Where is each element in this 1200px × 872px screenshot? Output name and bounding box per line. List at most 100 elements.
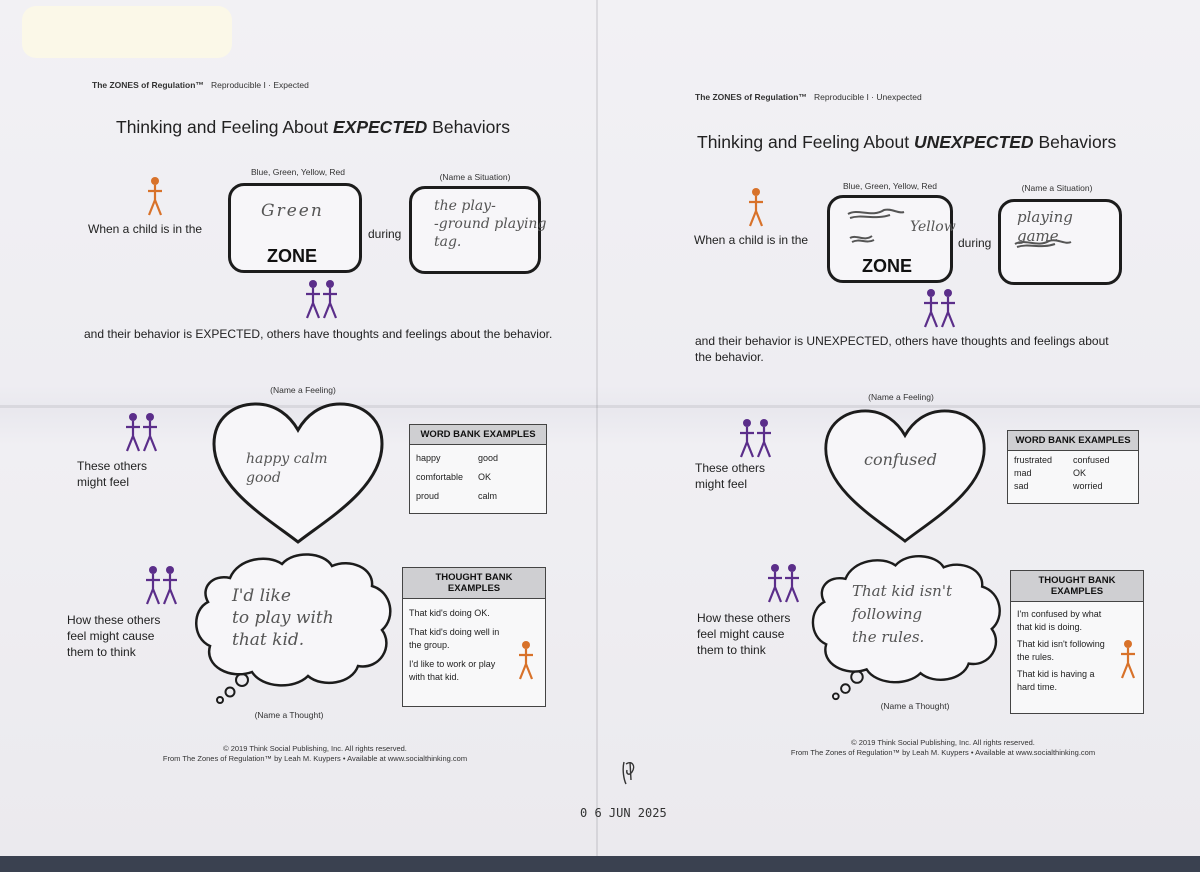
left-feeling-hint: (Name a Feeling) [270, 385, 336, 395]
left-title-suffix: Behaviors [427, 117, 510, 137]
others-figures-icon [125, 413, 158, 452]
right-during: during [958, 236, 992, 250]
left-title-prefix: Thinking and Feeling About [116, 117, 333, 137]
right-header: The ZONES of Regulation™ Reproducible I … [695, 92, 922, 102]
right-zone-word: ZONE [862, 256, 913, 276]
left-behavior-text: and their behavior is EXPECTED, others h… [84, 327, 553, 341]
thought-item: That kid is having a hard time. [1017, 669, 1095, 692]
right-feeling-answer: confused [864, 450, 938, 469]
others-figures-icon [145, 566, 178, 605]
right-zone-hint: Blue, Green, Yellow, Red [842, 181, 938, 191]
thought-item: That kid's doing OK. [409, 608, 490, 618]
word-item: sad [1014, 481, 1029, 491]
thought-item: I'm confused by what that kid is doing. [1017, 609, 1102, 632]
left-header: The ZONES of Regulation™ Reproducible I … [92, 80, 309, 90]
word-item: confused [1073, 455, 1110, 465]
scribbled-out-text [847, 208, 905, 243]
right-thought-bank: THOUGHT BANK EXAMPLES I'm confused by wh… [1010, 570, 1144, 714]
left-word-bank-title: WORD BANK EXAMPLES [410, 425, 546, 445]
child-figure-icon [147, 177, 163, 216]
left-title-key: EXPECTED [332, 117, 428, 137]
fold-line-vertical [596, 0, 598, 856]
left-footer-source: From The Zones of Regulation™ by Leah M.… [162, 754, 468, 763]
left-situation-hint: (Name a Situation) [439, 172, 511, 182]
word-item: good [478, 453, 499, 463]
left-feeling-answer: happy calm good [246, 451, 328, 486]
right-footer-source: From The Zones of Regulation™ by Leah M.… [790, 748, 1096, 757]
left-zone-box[interactable]: Green ZONE [228, 183, 362, 273]
word-item: happy [416, 453, 441, 463]
thought-cloud-shape [195, 553, 392, 704]
word-item: frustrated [1014, 455, 1053, 465]
left-think-text: How these others feel might cause them t… [67, 613, 161, 659]
others-figures-icon [739, 419, 772, 458]
left-situation-answer: the play- -ground playing tag. [434, 198, 547, 250]
right-others-feel: These others might feel [695, 461, 766, 491]
left-when-text: When a child is in the [88, 222, 203, 236]
left-subheader: Reproducible I · Expected [211, 80, 309, 90]
left-word-bank: WORD BANK EXAMPLES happy good comfortable… [409, 424, 547, 514]
left-thought-answer: I'd like to play with that kid. [232, 586, 334, 650]
right-thought-answer: That kid isn't following the rules. [852, 582, 952, 646]
fold-line-horizontal [0, 405, 1200, 408]
child-figure-icon [748, 188, 764, 227]
child-figure-icon [518, 641, 534, 680]
word-item: OK [1073, 468, 1087, 478]
thought-item: I'd like to work or play with that kid. [409, 659, 496, 682]
left-brand: The ZONES of Regulation™ [92, 80, 204, 90]
others-figures-icon [767, 564, 800, 603]
right-word-bank-title: WORD BANK EXAMPLES [1008, 431, 1138, 451]
right-brand: The ZONES of Regulation™ [695, 92, 807, 102]
child-figure-icon [1120, 640, 1136, 679]
right-behavior-text: and their behavior is UNEXPECTED, others… [695, 334, 1109, 364]
word-bank-row: frustrated confused [1014, 455, 1132, 465]
heart-shape [212, 402, 384, 544]
left-situation-box[interactable]: the play- -ground playing tag. [409, 186, 546, 274]
thought-item: That kid isn't following the rules. [1017, 639, 1105, 662]
redacted-name-area [22, 6, 232, 58]
left-during: during [368, 227, 402, 241]
thought-item: That kid's doing well in the group. [409, 627, 500, 650]
left-others-feel: These others might feel [77, 459, 148, 489]
right-title-suffix: Behaviors [1033, 132, 1117, 152]
right-title: Thinking and Feeling About UNEXPECTED Be… [697, 132, 1116, 153]
right-think-text: How these others feel might cause them t… [697, 611, 791, 657]
right-footer-copyright: © 2019 Think Social Publishing, Inc. All… [851, 738, 1035, 747]
word-item: comfortable [416, 472, 464, 482]
right-zone-answer: Yellow [910, 219, 956, 235]
right-feeling-hint: (Name a Feeling) [868, 392, 934, 402]
right-thought-hint: (Name a Thought) [880, 701, 950, 711]
word-item: mad [1014, 468, 1032, 478]
word-item: proud [416, 491, 440, 501]
left-zone-word: ZONE [267, 246, 318, 266]
left-zone-hint: Blue, Green, Yellow, Red [250, 167, 346, 177]
date-stamp: 0 6 JUN 2025 [580, 806, 667, 820]
left-thought-bank: THOUGHT BANK EXAMPLES That kid's doing O… [402, 567, 546, 707]
word-bank-row: happy good [416, 453, 540, 463]
right-title-key: UNEXPECTED [913, 132, 1034, 152]
left-footer-copyright: © 2019 Think Social Publishing, Inc. All… [223, 744, 407, 753]
right-situation-hint: (Name a Situation) [1021, 183, 1093, 193]
word-bank-row: mad OK [1014, 468, 1132, 478]
others-figures-icon [305, 280, 338, 319]
left-thought-bank-title: THOUGHT BANK EXAMPLES [403, 568, 545, 599]
word-item: OK [478, 472, 492, 482]
word-bank-row: sad worried [1014, 481, 1132, 491]
word-item: worried [1073, 481, 1103, 491]
right-title-prefix: Thinking and Feeling About [697, 132, 914, 152]
right-subheader: Reproducible I · Unexpected [814, 92, 922, 102]
right-zone-box[interactable]: Yellow ZONE [827, 195, 956, 283]
right-when-text: When a child is in the [694, 233, 809, 247]
left-zone-answer: Green [261, 201, 324, 221]
left-thought-hint: (Name a Thought) [254, 710, 324, 720]
heart-shape [824, 409, 986, 543]
word-item: calm [478, 491, 498, 501]
right-situation-box[interactable]: playing game [998, 199, 1122, 285]
word-bank-row: comfortable OK [416, 472, 540, 482]
right-thought-bank-title: THOUGHT BANK EXAMPLES [1011, 571, 1143, 602]
word-bank-row: proud calm [416, 491, 540, 501]
thought-cloud-shape [811, 555, 1001, 701]
scribbled-out-text [1014, 239, 1072, 248]
left-footer: © 2019 Think Social Publishing, Inc. All… [120, 744, 510, 764]
